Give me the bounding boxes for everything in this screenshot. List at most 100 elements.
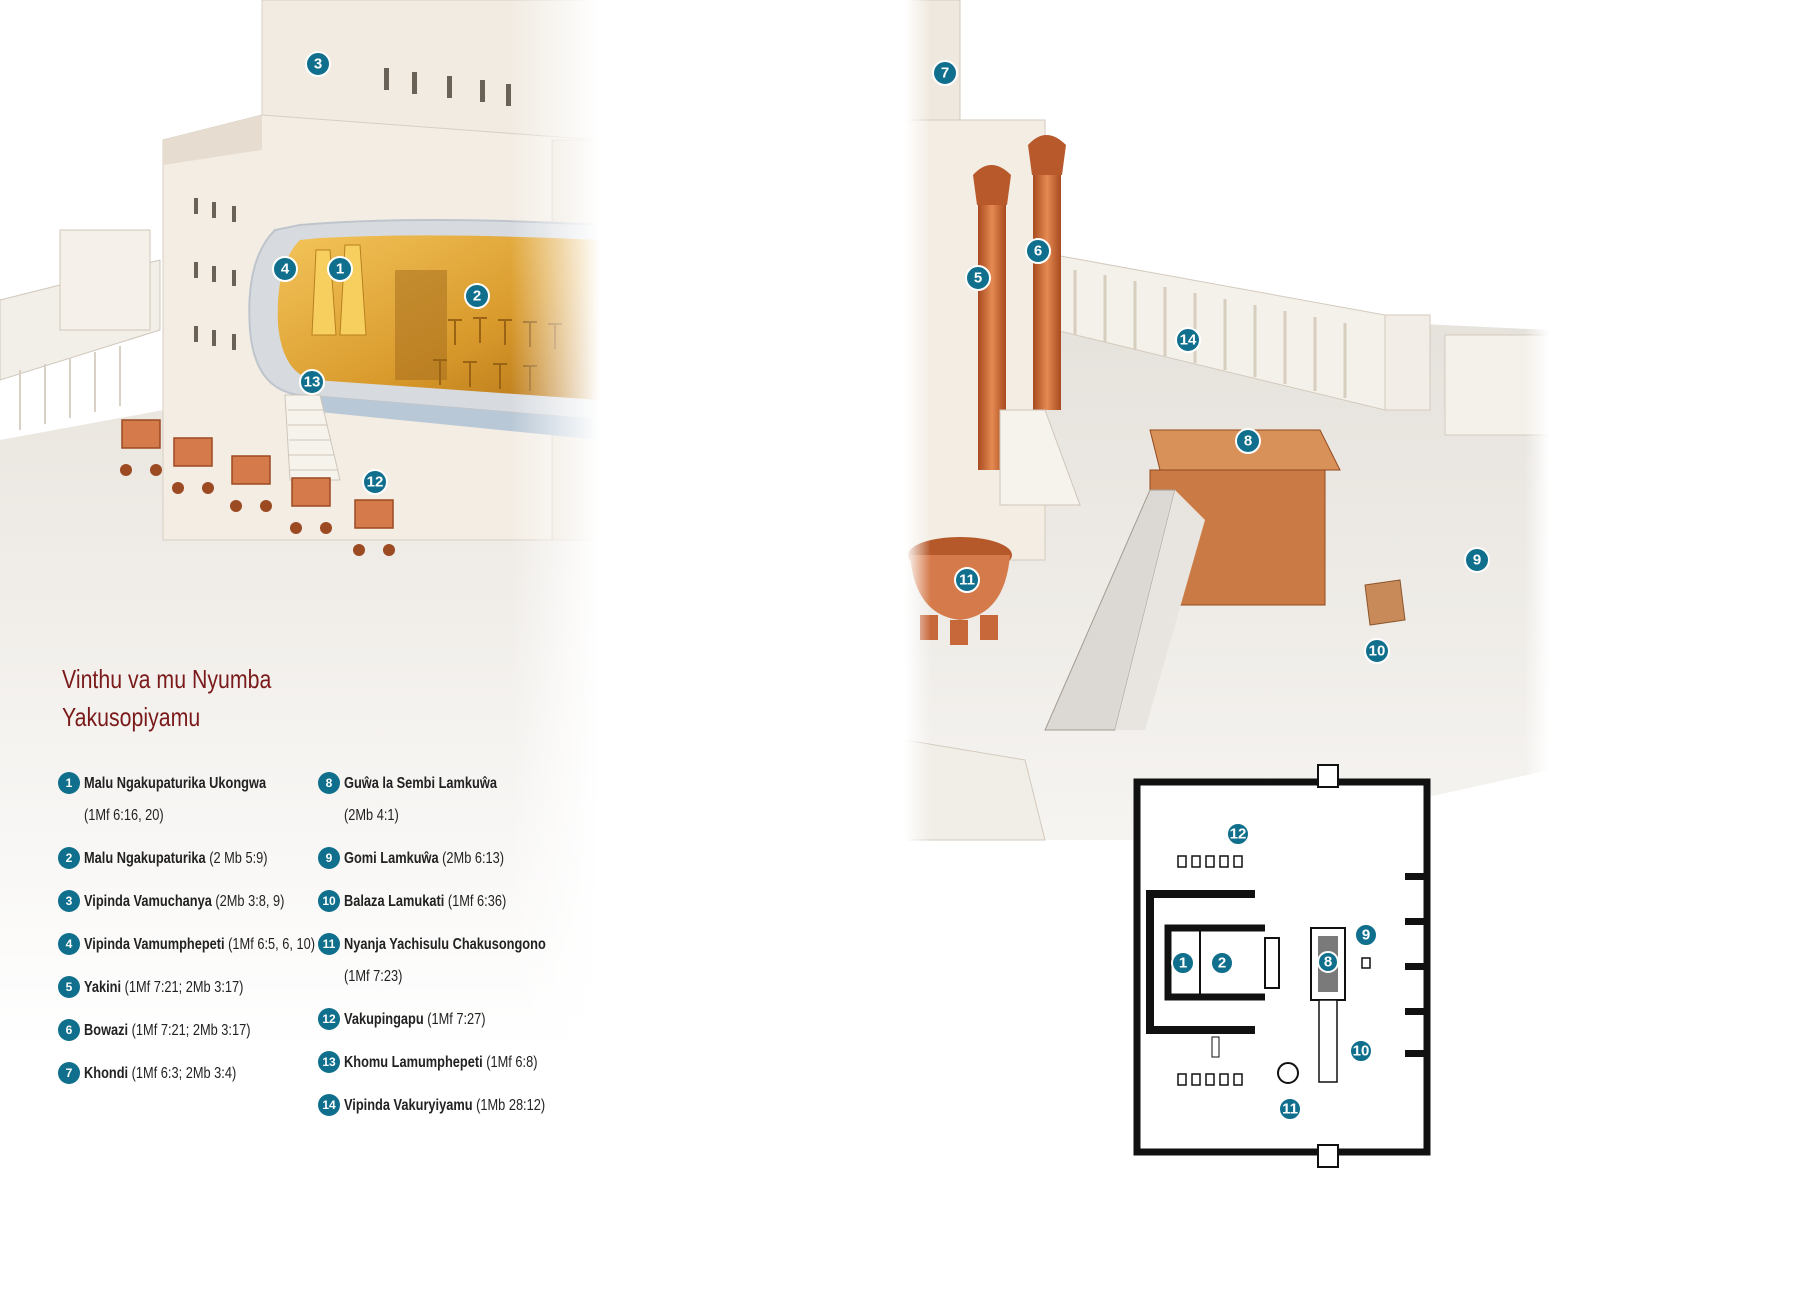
legend-number-badge: 4 — [58, 933, 80, 955]
legend-item-text: Malu Ngakupaturika (2 Mb 5:9) — [84, 843, 268, 875]
legend-item-reference: (1Mf 7:21; 2Mb 3:17) — [131, 1022, 251, 1039]
legend-item-name: Guŵa la Sembi Lamkuŵa — [344, 775, 497, 792]
legend-item-reference: (1Mf 6:36) — [447, 893, 507, 910]
legend-title-line2: Yakusopiyamu — [62, 702, 201, 732]
plan-marker-11: 11 — [1278, 1097, 1302, 1121]
legend-number-badge: 10 — [318, 890, 340, 912]
legend-item-text: Malu Ngakupaturika Ukongwa (1Mf 6:16, 20… — [84, 768, 266, 832]
legend-item-name: Malu Ngakupaturika Ukongwa — [84, 775, 267, 792]
legend-item-reference: (1Mf 7:23) — [344, 968, 403, 985]
plan-stair — [1211, 1036, 1220, 1058]
marker-13: 13 — [299, 369, 325, 395]
svg-text:3: 3 — [314, 56, 322, 73]
legend-number-badge: 1 — [58, 772, 80, 794]
marker-14: 14 — [1175, 327, 1201, 353]
legend-item-reference: (1Mb 28:12) — [476, 1097, 546, 1114]
legend-number-badge: 13 — [318, 1051, 340, 1073]
legend-number-badge: 9 — [318, 847, 340, 869]
plan-marker-1: 1 — [1171, 951, 1195, 975]
legend-number-badge: 11 — [318, 933, 340, 955]
legend-number-badge: 5 — [58, 976, 80, 998]
courtyard-illustration: 7 5 6 14 8 9 11 10 — [905, 0, 1550, 1300]
legend-item-name: Malu Ngakupaturika — [84, 850, 206, 867]
plan-side-chambers — [1146, 890, 1255, 1034]
plan-marker-9: 9 — [1354, 923, 1378, 947]
svg-text:13: 13 — [304, 374, 321, 391]
legend-item-text: Gomi Lamkuŵa (2Mb 6:13) — [344, 843, 504, 875]
plan-marker-12: 12 — [1226, 822, 1250, 846]
marker-7: 7 — [932, 60, 958, 86]
legend-item-name: Balaza Lamukati — [344, 893, 445, 910]
legend-item-name: Nyanja Yachisulu Chakusongono — [344, 936, 546, 953]
marker-4: 4 — [272, 256, 298, 282]
legend-item-name: Yakini — [84, 979, 121, 996]
marker-2: 2 — [464, 283, 490, 309]
svg-text:2: 2 — [473, 288, 481, 305]
courtyard-drawing: 7 5 6 14 8 9 11 10 — [905, 0, 1550, 1168]
plan-marker-8: 8 — [1317, 951, 1339, 973]
temple-cutaway-illustration: 3 4 1 2 13 12 Vinthu va mu Nyumba Yakuso… — [0, 0, 600, 1300]
legend-item-name: Vipinda Vakuryiyamu — [344, 1097, 473, 1114]
svg-text:9: 9 — [1473, 552, 1481, 569]
legend-number-badge: 14 — [318, 1094, 340, 1116]
legend-number-badge: 8 — [318, 772, 340, 794]
plan-carts-south — [1177, 1073, 1243, 1086]
marker-3: 3 — [305, 51, 331, 77]
svg-text:8: 8 — [1324, 954, 1332, 971]
svg-text:2: 2 — [1218, 955, 1226, 972]
temple-cutaway-drawing: 3 4 1 2 13 12 — [0, 0, 600, 1300]
legend-item-name: Khondi — [84, 1065, 129, 1082]
legend-number-badge: 6 — [58, 1019, 80, 1041]
edge-fade — [905, 0, 1550, 900]
svg-text:5: 5 — [974, 270, 982, 287]
marker-9: 9 — [1464, 547, 1490, 573]
plan-top-gate — [1317, 764, 1339, 788]
plan-sanctuary-walls — [1164, 924, 1265, 1001]
plan-carts-north — [1177, 855, 1243, 868]
legend-item-reference: (1Mf 6:3; 2Mb 3:4) — [131, 1065, 237, 1082]
plan-bottom-gate — [1317, 1144, 1339, 1168]
svg-text:4: 4 — [281, 261, 290, 278]
legend-item-name: Vakupingapu — [344, 1011, 424, 1028]
legend-title: Vinthu va mu Nyumba Yakusopiyamu — [62, 660, 308, 736]
legend-item-text: Vipinda Vamumphepeti (1Mf 6:5, 6, 10) — [84, 929, 315, 961]
marker-12: 12 — [362, 469, 388, 495]
legend-item-text: Balaza Lamukati (1Mf 6:36) — [344, 886, 506, 918]
marker-5: 5 — [965, 265, 991, 291]
legend-item-text: Khomu Lamumphepeti (1Mf 6:8) — [344, 1047, 537, 1079]
legend-title-line1: Vinthu va mu Nyumba — [62, 664, 272, 694]
svg-text:8: 8 — [1244, 433, 1252, 450]
svg-text:1: 1 — [1179, 955, 1187, 972]
legend-number-badge: 12 — [318, 1008, 340, 1030]
marker-8: 8 — [1235, 428, 1261, 454]
legend-item-reference: (1Mf 7:21; 2Mb 3:17) — [124, 979, 244, 996]
svg-text:10: 10 — [1369, 643, 1386, 660]
legend-item-text: Bowazi (1Mf 7:21; 2Mb 3:17) — [84, 1015, 250, 1047]
legend-item-name: Khomu Lamumphepeti — [344, 1054, 483, 1071]
plan-bronze-platform — [1361, 957, 1371, 969]
marker-10: 10 — [1364, 638, 1390, 664]
svg-text:12: 12 — [367, 474, 384, 491]
plan-marker-10: 10 — [1349, 1039, 1373, 1063]
legend-item-reference: (2Mb 4:1) — [344, 807, 399, 824]
legend-item-text: Vipinda Vamuchanya (2Mb 3:8, 9) — [84, 886, 284, 918]
legend-item-reference: (1Mf 6:5, 6, 10) — [228, 936, 315, 953]
svg-text:12: 12 — [1230, 826, 1247, 843]
edge-fade — [0, 0, 600, 1300]
legend-item-text: Khondi (1Mf 6:3; 2Mb 3:4) — [84, 1058, 236, 1090]
legend-item-name: Bowazi — [84, 1022, 129, 1039]
legend-item-reference: (2Mb 3:8, 9) — [215, 893, 285, 910]
temple-floor-plan: 12 1 2 8 9 10 11 — [1133, 764, 1431, 1168]
legend-number-badge: 2 — [58, 847, 80, 869]
legend-number-badge: 3 — [58, 890, 80, 912]
legend-item-reference: (1Mf 6:16, 20) — [84, 807, 164, 824]
plan-sea — [1277, 1062, 1299, 1084]
